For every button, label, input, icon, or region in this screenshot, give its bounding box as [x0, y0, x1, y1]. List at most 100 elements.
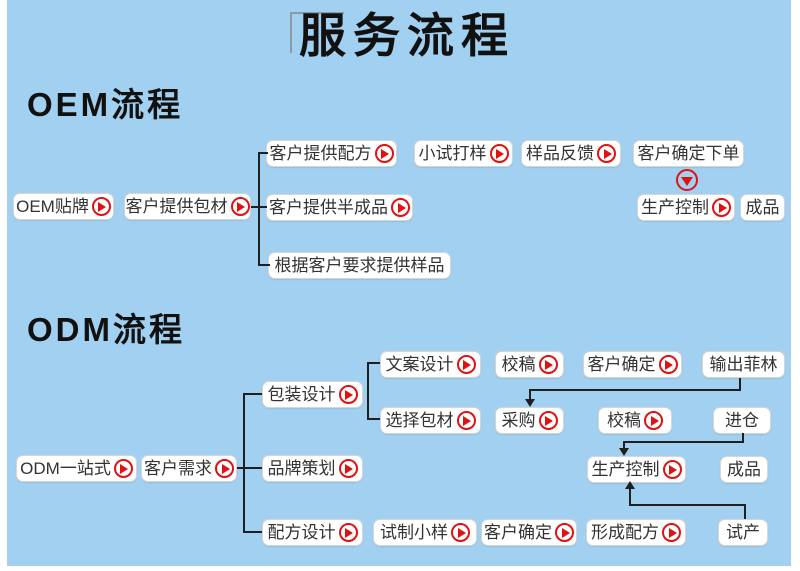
node-trial-sample: 小试打样 [414, 140, 513, 167]
forward-arrow-icon [644, 411, 663, 430]
node-sample-feedback: 样品反馈 [521, 140, 621, 167]
node-form-formula: 形成配方 [586, 519, 686, 546]
node-label: 形成配方 [591, 523, 659, 542]
connector-line [237, 467, 262, 469]
forward-arrow-icon [538, 355, 558, 374]
node-label: 客户确定 [587, 355, 656, 374]
node-label: 试产 [726, 523, 760, 542]
forward-arrow-icon [338, 523, 358, 542]
node-customer-provides-packaging: 客户提供包材 [124, 193, 251, 220]
node-label: ODM一站式 [20, 459, 111, 478]
oem-section-heading: OEM流程 [27, 86, 184, 123]
odm-section-heading: ODM流程 [27, 311, 185, 348]
forward-arrow-icon [215, 459, 234, 478]
node-label: 配方设计 [267, 523, 336, 542]
node-label: 品牌策划 [267, 459, 336, 478]
connector-line [739, 378, 741, 391]
node-proofread-2: 校稿 [598, 407, 672, 434]
node-customer-provides-formula: 客户提供配方 [266, 140, 397, 167]
node-formula-design: 配方设计 [262, 519, 363, 546]
node-packaging-design: 包装设计 [262, 381, 363, 408]
forward-arrow-icon [456, 411, 476, 430]
node-warehouse-in: 进仓 [713, 407, 771, 434]
node-label: 试制小样 [380, 523, 448, 542]
node-label: 客户确定 [484, 523, 552, 542]
node-output-film: 输出菲林 [702, 351, 785, 378]
connector-line [623, 441, 625, 449]
node-label: 包装设计 [267, 385, 336, 404]
node-label: 采购 [501, 411, 536, 430]
connector-line [629, 504, 746, 506]
connector-line [744, 504, 746, 519]
node-odm-production-control: 生产控制 [587, 456, 686, 483]
node-label: 生产控制 [591, 460, 660, 479]
node-label: 样品反馈 [526, 144, 594, 163]
forward-arrow-icon [662, 523, 681, 542]
node-label: 客户提供半成品 [269, 198, 388, 217]
node-customer-confirms-order: 客户确定下单 [633, 140, 744, 167]
node-trial-small-sample: 试制小样 [373, 519, 477, 546]
node-label: 客户提供配方 [269, 144, 372, 163]
connector-line [367, 418, 380, 420]
connector-line [251, 206, 267, 208]
connector-line [243, 531, 262, 533]
node-label: 客户确定下单 [637, 144, 740, 163]
connector-line [243, 393, 245, 533]
node-label: 成品 [727, 460, 761, 479]
node-label: 选择包材 [385, 411, 454, 430]
connector-line [742, 433, 744, 443]
forward-arrow-icon [451, 523, 470, 542]
forward-arrow-icon [712, 198, 731, 217]
connector-line [258, 264, 270, 266]
forward-arrow-icon [391, 198, 410, 217]
node-label: 客户需求 [144, 459, 212, 478]
forward-arrow-icon [538, 411, 558, 430]
node-oem-production-control: 生产控制 [637, 194, 735, 221]
down-arrow-icon [676, 169, 698, 191]
forward-arrow-icon [489, 144, 509, 163]
connector-line [258, 152, 268, 154]
forward-arrow-icon [113, 459, 133, 478]
forward-arrow-icon [338, 385, 358, 404]
node-label: 根据客户要求提供样品 [274, 256, 445, 275]
forward-arrow-icon [374, 144, 394, 163]
node-odm-finished-product: 成品 [720, 456, 768, 483]
node-label: 输出菲林 [709, 355, 778, 374]
arrowhead-down-icon [619, 448, 629, 456]
connector-line [529, 389, 741, 391]
node-copy-design: 文案设计 [380, 351, 481, 378]
forward-arrow-icon [91, 197, 111, 216]
forward-arrow-icon [456, 355, 476, 374]
node-customer-confirm-2: 客户确定 [481, 519, 577, 546]
arrowhead-down-icon [525, 399, 535, 407]
corner-bracket-decoration [290, 12, 292, 53]
forward-arrow-icon [555, 523, 574, 542]
node-oem-finished-product: 成品 [740, 194, 785, 221]
node-customer-confirm-1: 客户确定 [583, 351, 682, 378]
corner-bracket-decoration [290, 12, 344, 14]
node-odm-one-stop: ODM一站式 [16, 455, 137, 482]
forward-arrow-icon [597, 144, 616, 163]
forward-arrow-icon [338, 459, 358, 478]
node-purchasing: 采购 [495, 407, 564, 434]
node-proofread-1: 校稿 [495, 351, 564, 378]
connector-line [629, 489, 631, 506]
node-label: 文案设计 [385, 355, 454, 374]
connector-line [243, 393, 262, 395]
node-select-packaging: 选择包材 [380, 407, 481, 434]
forward-arrow-icon [658, 355, 678, 374]
node-label: 校稿 [607, 411, 641, 430]
node-label: 进仓 [725, 411, 759, 430]
node-brand-planning: 品牌策划 [262, 455, 363, 482]
node-label: 小试打样 [418, 144, 487, 163]
node-label: 客户提供包材 [125, 197, 228, 216]
forward-arrow-icon [662, 460, 682, 479]
arrowhead-up-icon [625, 481, 635, 489]
page-title: 服务流程 [299, 9, 515, 62]
node-label: 生产控制 [641, 198, 709, 217]
connector-line [367, 362, 369, 420]
node-customer-needs: 客户需求 [141, 455, 237, 482]
node-customer-provides-semifinished: 客户提供半成品 [266, 194, 413, 221]
connector-line [258, 152, 260, 266]
